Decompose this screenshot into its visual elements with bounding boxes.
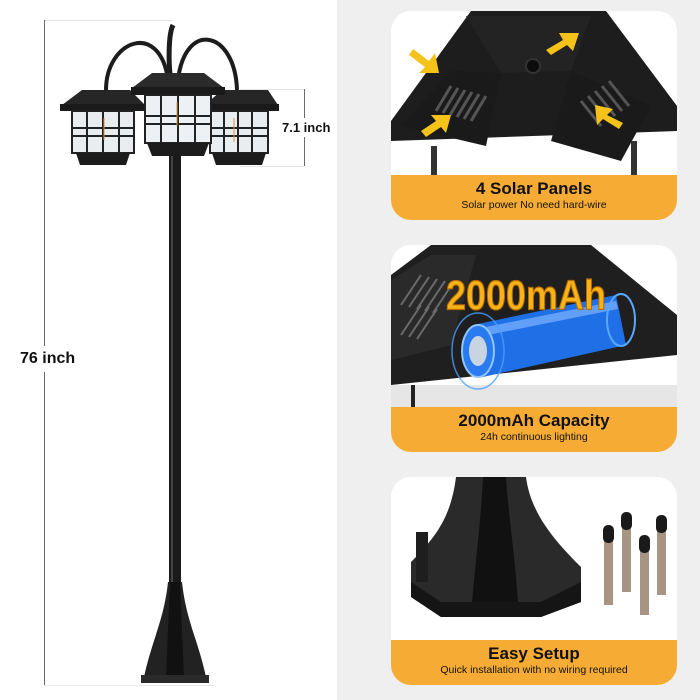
battery-inside-lamp-image: 2000mAh [391,245,677,410]
feature-banner: 2000mAh Capacity 24h continuous lighting [391,407,677,452]
feature-title: 4 Solar Panels [475,179,593,198]
arrow-icons [409,33,623,137]
feature-subtitle: 24h continuous lighting [480,431,588,443]
height-dimension-bottom-line [44,685,214,686]
anchor-bolts [603,512,667,615]
feature-subtitle: Solar power No need hard-wire [461,199,607,211]
feature-card-battery-capacity: 2000mAh 2000mAh Capacity 24h continuous … [391,245,677,452]
lamp-base-and-anchor-bolts-image [391,477,677,642]
feature-title: 2000mAh Capacity [458,411,610,430]
lantern-dimension-label: 7.1 inch [282,118,331,137]
height-dimension-label: 76 inch [20,346,76,372]
battery-icon [451,293,636,390]
feature-card-easy-setup: Easy Setup Quick installation with no wi… [391,477,677,685]
feature-banner: 4 Solar Panels Solar power No need hard-… [391,175,677,220]
feature-banner: Easy Setup Quick installation with no wi… [391,640,677,685]
height-dimension-top-line [44,20,172,21]
feature-subtitle: Quick installation with no wiring requir… [440,664,628,676]
solar-panel-lamp-top-image [391,11,677,181]
three-head-lamp-post-image [60,23,279,683]
capacity-overlay-text: 2000mAh [446,273,606,319]
feature-card-solar-panels: 4 Solar Panels Solar power No need hard-… [391,11,677,220]
lantern-dimension-top-line [240,89,304,90]
lantern-dimension-bottom-line [240,166,304,167]
feature-title: Easy Setup [488,644,580,663]
product-dimension-view: 76 inch 7.1 inch [0,0,337,700]
